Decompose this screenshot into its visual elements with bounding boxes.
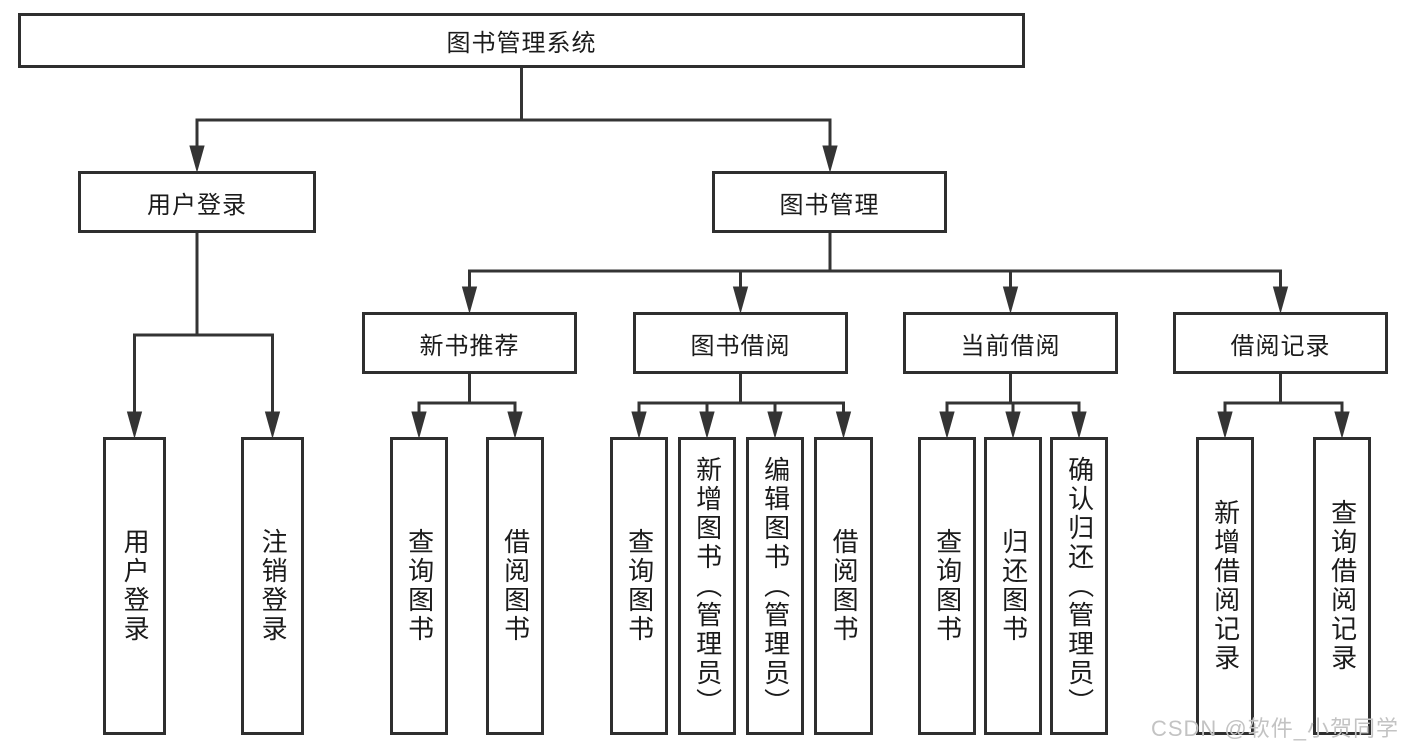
leaf-current-query-books-label: 查询图书	[932, 528, 963, 644]
csdn-watermark: CSDN @软件_小贺同学	[1150, 716, 1399, 741]
leaf-current-confirm-return-admin: 确认归还（管理员）	[1050, 437, 1108, 735]
leaf-recommend-borrow-books-label: 借阅图书	[500, 528, 531, 644]
leaf-records-query-record-label: 查询借阅记录	[1327, 499, 1358, 673]
leaf-logout: 注销登录	[241, 437, 304, 735]
node-root-label: 图书管理系统	[446, 30, 597, 57]
leaf-recommend-borrow-books: 借阅图书	[486, 437, 544, 735]
leaf-records-query-record: 查询借阅记录	[1313, 437, 1371, 735]
leaf-user-login-label: 用户登录	[120, 528, 151, 644]
node-current-borrowing-label: 当前借阅	[960, 332, 1061, 360]
node-current-borrowing: 当前借阅	[903, 312, 1118, 374]
leaf-recommend-query-books: 查询图书	[390, 437, 448, 735]
leaf-borrowing-add-books-admin-label: 新增图书（管理员）	[692, 455, 723, 717]
leaf-records-add-record-label: 新增借阅记录	[1210, 499, 1241, 673]
leaf-borrowing-query-books-label: 查询图书	[624, 528, 655, 644]
leaf-recommend-query-books-label: 查询图书	[404, 528, 435, 644]
leaf-current-query-books: 查询图书	[918, 437, 976, 735]
node-book-borrowing: 图书借阅	[633, 312, 848, 374]
leaf-current-return-books: 归还图书	[984, 437, 1042, 735]
node-root: 图书管理系统	[18, 13, 1025, 68]
leaf-borrowing-query-books: 查询图书	[610, 437, 668, 735]
leaf-borrowing-borrow-books-label: 借阅图书	[829, 528, 860, 644]
node-new-book-recommend: 新书推荐	[362, 312, 577, 374]
leaf-logout-label: 注销登录	[258, 528, 289, 644]
leaf-user-login: 用户登录	[103, 437, 166, 735]
node-book-management: 图书管理	[712, 171, 947, 233]
leaf-borrowing-borrow-books: 借阅图书	[814, 437, 873, 735]
node-borrow-records: 借阅记录	[1173, 312, 1388, 374]
node-new-book-recommend-label: 新书推荐	[419, 332, 520, 360]
leaf-borrowing-edit-books-admin: 编辑图书（管理员）	[746, 437, 804, 735]
leaf-current-return-books-label: 归还图书	[998, 528, 1029, 644]
node-user-login: 用户登录	[78, 171, 316, 233]
leaf-records-add-record: 新增借阅记录	[1196, 437, 1254, 735]
node-borrow-records-label: 借阅记录	[1230, 332, 1331, 360]
leaf-current-confirm-return-admin-label: 确认归还（管理员）	[1064, 455, 1095, 717]
leaf-borrowing-add-books-admin: 新增图书（管理员）	[678, 437, 736, 735]
node-book-borrowing-label: 图书借阅	[690, 332, 791, 360]
node-user-login-label: 用户登录	[147, 191, 247, 219]
leaf-borrowing-edit-books-admin-label: 编辑图书（管理员）	[760, 455, 791, 717]
node-book-management-label: 图书管理	[779, 191, 880, 219]
